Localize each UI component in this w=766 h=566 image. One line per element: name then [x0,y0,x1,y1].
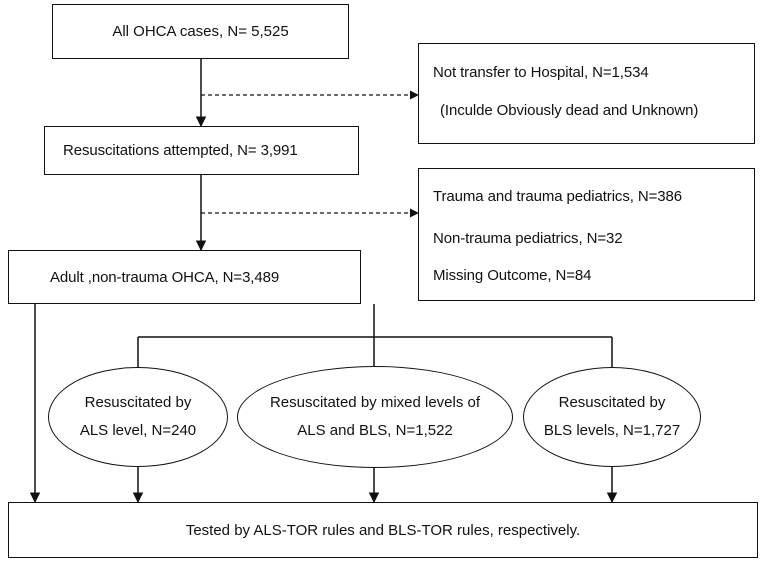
box-all-cases-label: All OHCA cases, N= 5,525 [112,23,289,40]
box-resuscitations: Resuscitations attempted, N= 3,991 [44,126,359,175]
box-adult-label: Adult ,non-trauma OHCA, N=3,489 [50,269,280,286]
ellipse-mixed-line1: Resuscitated by mixed levels of [269,394,481,411]
box-not-transfer: Not transfer to Hospital, N=1,534 (Incul… [418,43,755,144]
box-excluded-line2: Non-trauma pediatrics, N=32 [433,230,623,247]
box-tested: Tested by ALS-TOR rules and BLS-TOR rule… [8,502,758,558]
box-resuscitations-label: Resuscitations attempted, N= 3,991 [63,142,298,159]
ellipse-als-line2: ALS level, N=240 [79,422,197,439]
ellipse-als-line1: Resuscitated by [84,394,192,411]
ellipse-als: Resuscitated by ALS level, N=240 [48,367,228,467]
box-excluded: Trauma and trauma pediatrics, N=386 Non-… [418,168,755,301]
box-not-transfer-line1: Not transfer to Hospital, N=1,534 [433,64,649,81]
ellipse-bls-line1: Resuscitated by [558,394,666,411]
ellipse-bls: Resuscitated by BLS levels, N=1,727 [523,367,701,467]
box-tested-label: Tested by ALS-TOR rules and BLS-TOR rule… [185,521,581,539]
box-excluded-line1: Trauma and trauma pediatrics, N=386 [433,188,682,205]
box-not-transfer-line2: (Inculde Obviously dead and Unknown) [440,102,699,119]
box-all-cases: All OHCA cases, N= 5,525 [52,4,349,59]
ellipse-mixed-line2: ALS and BLS, N=1,522 [297,422,453,439]
box-adult: Adult ,non-trauma OHCA, N=3,489 [8,250,361,304]
ellipse-bls-line2: BLS levels, N=1,727 [543,422,681,439]
ellipse-mixed: Resuscitated by mixed levels of ALS and … [237,366,513,468]
box-excluded-line3: Missing Outcome, N=84 [433,267,592,284]
